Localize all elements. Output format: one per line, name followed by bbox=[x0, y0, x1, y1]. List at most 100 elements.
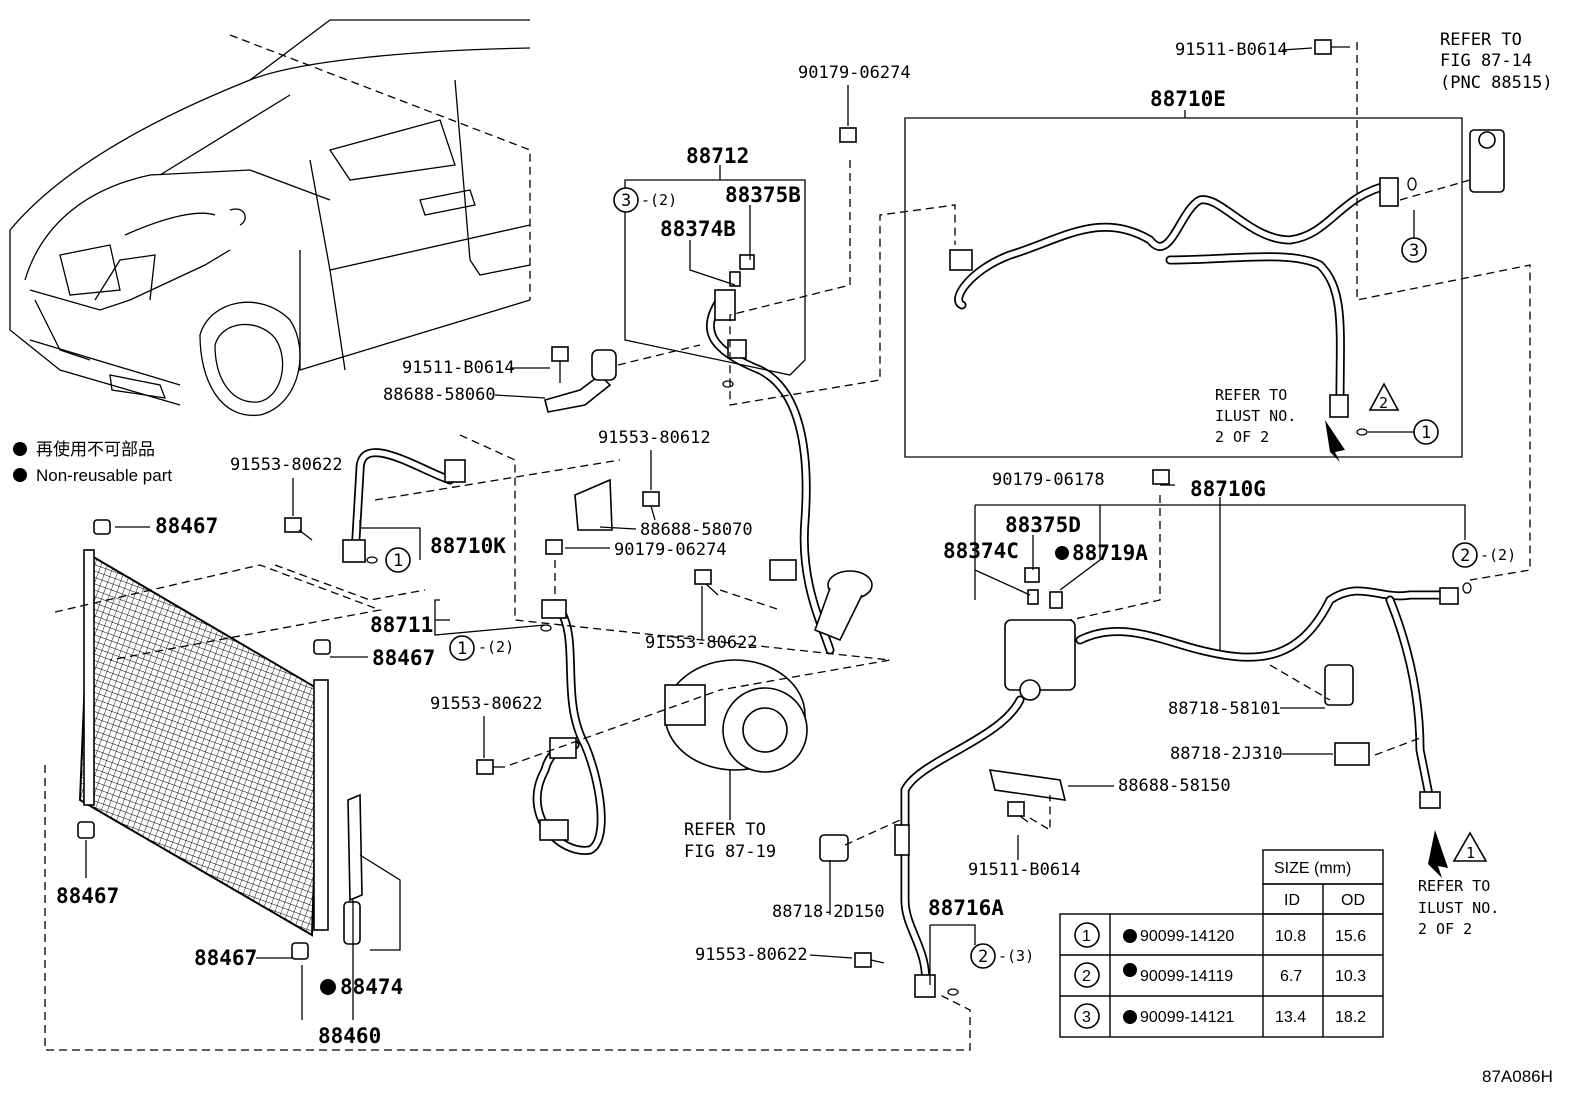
part-labels: 88710E 88712 88375B 88374B 88710G 88375D… bbox=[56, 30, 1553, 1048]
compressor bbox=[664, 659, 808, 773]
label-91553-d: 91553-80622 bbox=[695, 945, 808, 965]
non-reusable-dot-icon bbox=[13, 442, 27, 456]
label-88474: 88474 bbox=[340, 975, 403, 999]
refer-fig-87-14-line3: (PNC 88515) bbox=[1440, 73, 1553, 93]
table-row-3-id: 13.4 bbox=[1275, 1009, 1306, 1026]
callout-1-text: 1 bbox=[393, 551, 403, 571]
refer-fig-87-14-line1: REFER TO bbox=[1440, 30, 1522, 50]
qty-2-b: -(2) bbox=[478, 638, 514, 656]
table-row-1-part: 90099-14120 bbox=[1140, 928, 1234, 945]
label-88467-b: 88467 bbox=[372, 646, 435, 670]
label-90179-right: 90179-06178 bbox=[992, 470, 1105, 490]
non-reusable-dot-icon bbox=[1123, 929, 1137, 943]
table-row-2-od: 10.3 bbox=[1335, 968, 1366, 985]
refer-ilust-b-line2: ILUST NO. bbox=[1418, 899, 1499, 917]
refer-fig-87-19-line2: FIG 87-19 bbox=[684, 842, 776, 862]
label-88716A: 88716A bbox=[928, 896, 1004, 920]
label-91553-80612: 91553-80612 bbox=[598, 428, 711, 448]
hoses bbox=[350, 180, 1455, 995]
label-91511-top: 91511-B0614 bbox=[1175, 40, 1288, 60]
callout-3-text: 3 bbox=[621, 191, 631, 211]
refer-ilust-b-line3: 2 OF 2 bbox=[1418, 920, 1472, 938]
dashed-leaders bbox=[274, 42, 1531, 846]
non-reusable-dot-icon bbox=[1123, 1010, 1137, 1024]
label-88375D: 88375D bbox=[1005, 513, 1081, 537]
label-91553-a: 91553-80622 bbox=[230, 455, 343, 475]
non-reusable-dot-icon bbox=[320, 979, 336, 995]
table-header-id: ID bbox=[1284, 892, 1300, 909]
label-88710G: 88710G bbox=[1190, 477, 1266, 501]
callout-2-text: 2 bbox=[1460, 546, 1470, 566]
refer-fig-87-14-line2: FIG 87-14 bbox=[1440, 51, 1532, 71]
label-88712: 88712 bbox=[686, 144, 749, 168]
callout-1-text: 1 bbox=[457, 639, 467, 659]
non-reusable-dot-icon bbox=[1055, 546, 1069, 560]
table-row-2-ref: 2 bbox=[1082, 968, 1091, 985]
label-88460: 88460 bbox=[318, 1024, 381, 1048]
label-91553-b: 91553-80622 bbox=[645, 633, 758, 653]
legend-jp: 再使用不可部品 bbox=[36, 439, 155, 459]
condenser-assembly bbox=[77, 519, 331, 960]
label-88374C: 88374C bbox=[943, 539, 1019, 563]
label-91553-c: 91553-80622 bbox=[430, 694, 543, 714]
refer-ilust-a-line1: REFER TO bbox=[1215, 386, 1287, 404]
refer-ilust-a-line3: 2 OF 2 bbox=[1215, 428, 1269, 446]
label-88718-2J310: 88718-2J310 bbox=[1170, 744, 1283, 764]
callout-1-circle bbox=[385, 547, 411, 573]
table-header-size: SIZE (mm) bbox=[1274, 860, 1351, 877]
label-88710K: 88710K bbox=[430, 534, 506, 558]
legend: 再使用不可部品 Non-reusable part bbox=[13, 439, 172, 485]
label-88719A: 88719A bbox=[1072, 541, 1148, 565]
triangle-2-text: 2 bbox=[1379, 394, 1388, 412]
triangle-1-text: 1 bbox=[1466, 844, 1475, 862]
table-row-3-od: 18.2 bbox=[1335, 1009, 1366, 1026]
label-90179-top: 90179-06274 bbox=[798, 63, 911, 83]
label-88711: 88711 bbox=[370, 613, 433, 637]
diagram-id: 87A086H bbox=[1482, 1067, 1553, 1086]
label-90179-mid: 90179-06274 bbox=[614, 540, 727, 560]
label-88467-a: 88467 bbox=[155, 514, 218, 538]
fittings bbox=[284, 39, 1505, 998]
label-88467-c: 88467 bbox=[56, 884, 119, 908]
refer-ilust-a-line2: ILUST NO. bbox=[1215, 407, 1296, 425]
warning-triangle-icon bbox=[1452, 831, 1488, 862]
vehicle-illustration bbox=[9, 19, 531, 416]
refer-ilust-b-line1: REFER TO bbox=[1418, 877, 1490, 895]
dryer-filter bbox=[343, 793, 363, 945]
leader-lines bbox=[301, 110, 1466, 1020]
non-reusable-dot-icon bbox=[13, 468, 27, 482]
table-row-2-part: 90099-14119 bbox=[1140, 968, 1233, 985]
warning-triangle-icon bbox=[1368, 382, 1400, 411]
non-reusable-dot-icon bbox=[1123, 963, 1137, 977]
table-row-1-od: 15.6 bbox=[1335, 928, 1366, 945]
label-88710E: 88710E bbox=[1150, 87, 1226, 111]
table-row-3-ref: 3 bbox=[1082, 1009, 1091, 1026]
oring-size-table: SIZE (mm) ID OD 1 90099-14120 10.8 15.6 … bbox=[1059, 849, 1384, 1038]
table-row-2-id: 6.7 bbox=[1280, 968, 1302, 985]
label-88718-2D150: 88718-2D150 bbox=[772, 902, 885, 922]
qty-3: -(3) bbox=[998, 947, 1034, 965]
callouts: 3 -(2) 3 1 1 1 -(2) 2 -(2) 2 -(3) 2 1 bbox=[385, 187, 1516, 969]
table-header-od: OD bbox=[1341, 892, 1365, 909]
label-91511-mid: 91511-B0614 bbox=[402, 358, 515, 378]
valve-block bbox=[1004, 619, 1076, 691]
label-88375B: 88375B bbox=[725, 183, 801, 207]
label-88688-58060: 88688-58060 bbox=[383, 385, 496, 405]
qty-2-a: -(2) bbox=[641, 191, 677, 209]
callout-2-circle bbox=[970, 943, 996, 969]
qty-2-c: -(2) bbox=[1480, 546, 1516, 564]
refer-fig-87-19-line1: REFER TO bbox=[684, 820, 766, 840]
callout-3-text: 3 bbox=[1409, 241, 1419, 261]
callout-3-circle bbox=[613, 187, 639, 213]
table-row-1-id: 10.8 bbox=[1275, 928, 1306, 945]
table-row-1-ref: 1 bbox=[1082, 928, 1091, 945]
label-88688-58070: 88688-58070 bbox=[640, 520, 753, 540]
label-91511-low: 91511-B0614 bbox=[968, 860, 1081, 880]
expansion-valve bbox=[1469, 129, 1505, 193]
callout-1-text: 1 bbox=[1421, 423, 1431, 443]
label-88718-58101: 88718-58101 bbox=[1168, 699, 1281, 719]
label-88688-58150: 88688-58150 bbox=[1118, 776, 1231, 796]
table-row-3-part: 90099-14121 bbox=[1140, 1009, 1234, 1026]
label-88467-d: 88467 bbox=[194, 946, 257, 970]
